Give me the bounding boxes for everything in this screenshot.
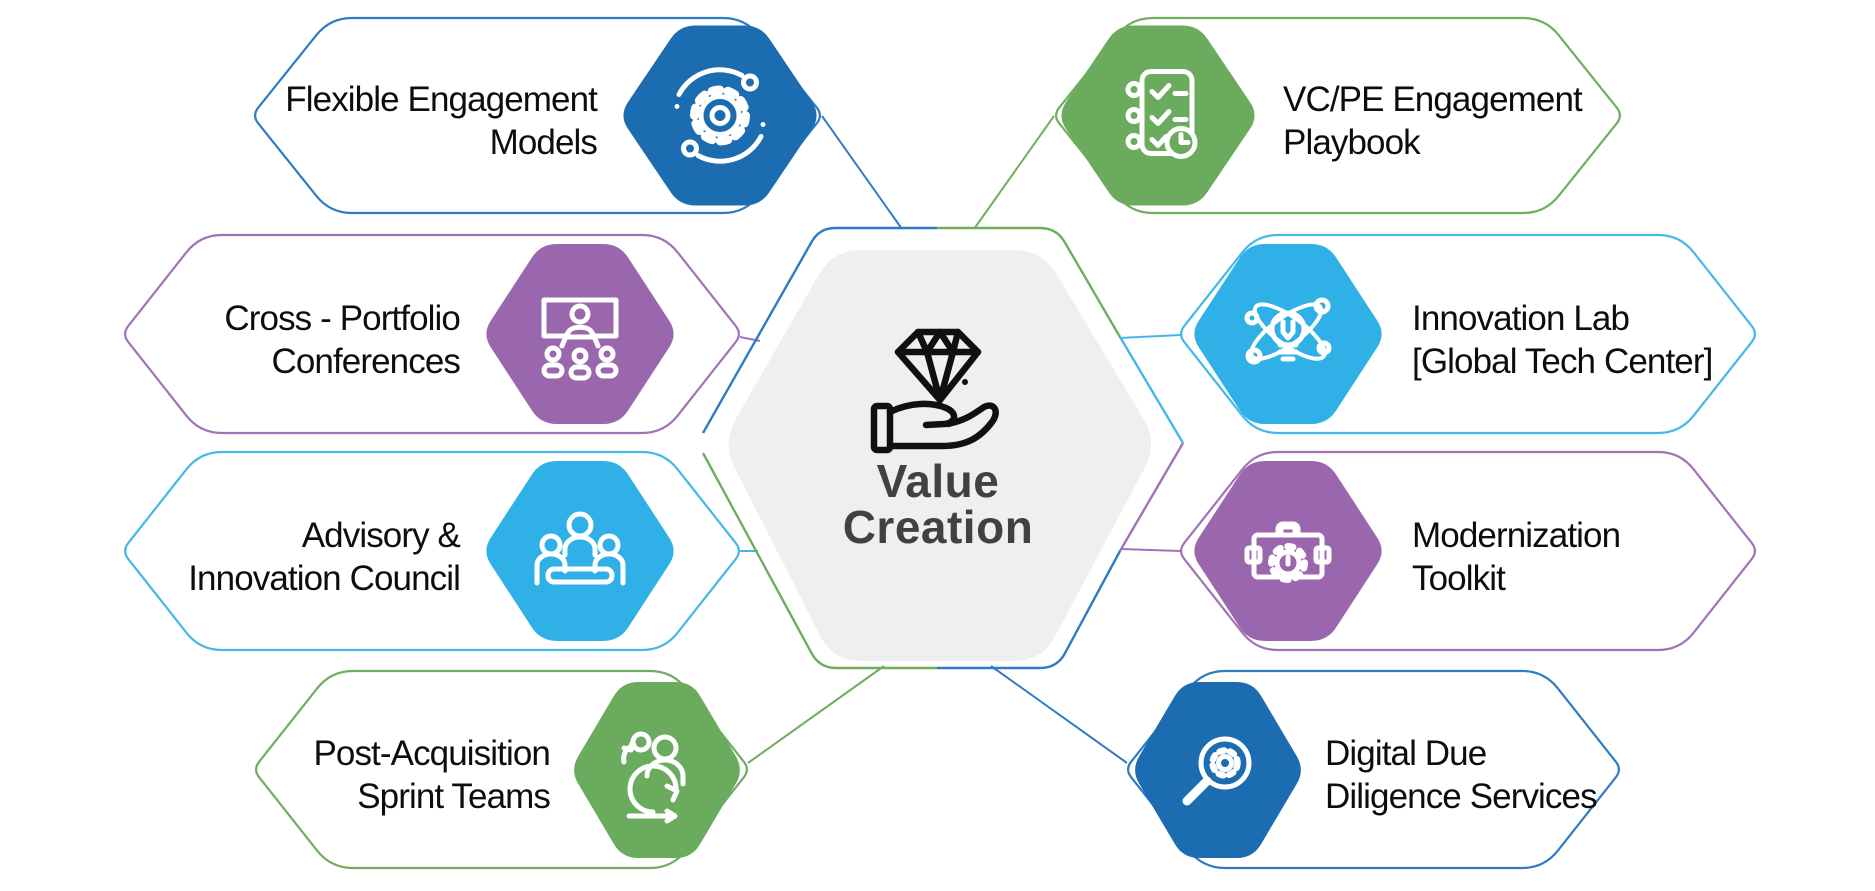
label-line1: Flexible Engagement xyxy=(285,80,598,119)
connector-modernization xyxy=(1120,548,1181,552)
center-outline-top-right xyxy=(937,226,1122,338)
center-hexagon: Value Creation xyxy=(701,226,1185,670)
toolbox-gear-icon xyxy=(1244,521,1332,583)
people-council-icon xyxy=(534,511,626,586)
pill-innovation-lab: Innovation Lab [Global Tech Center] xyxy=(1180,233,1756,435)
label-line2: Conferences xyxy=(271,342,460,381)
connector-vcpe xyxy=(973,115,1055,230)
pill-flexible-engagement-models: Flexible Engagement Models xyxy=(254,16,821,215)
label-line1: Innovation Lab xyxy=(1412,299,1629,338)
label-line2: Sprint Teams xyxy=(357,777,550,816)
icon-hexagon xyxy=(1194,244,1382,424)
label-line1: Digital Due xyxy=(1325,734,1486,773)
magnifier-gear-icon xyxy=(1182,736,1252,806)
diamond-hand-icon xyxy=(870,328,999,454)
idea-atom-icon xyxy=(1244,297,1332,365)
label-line1: VC/PE Engagement xyxy=(1283,80,1583,119)
icon-hexagon xyxy=(486,461,674,641)
icon-hexagon xyxy=(574,682,740,858)
label-line1: Advisory & xyxy=(302,516,461,555)
pill-modernization-toolkit: Modernization Toolkit xyxy=(1180,450,1756,652)
gear-orbit-icon xyxy=(674,67,766,164)
label-line2: Models xyxy=(490,123,598,162)
label-line2: Playbook xyxy=(1283,123,1421,162)
pill-post-acquisition-sprint-teams: Post-Acquisition Sprint Teams xyxy=(255,669,748,870)
center-hexagon-fill xyxy=(728,250,1152,661)
pill-digital-due-diligence: Digital Due Diligence Services xyxy=(1127,669,1620,870)
checklist-clock-icon xyxy=(1125,69,1198,159)
label-line1: Post-Acquisition xyxy=(313,734,550,773)
connector-post-acquisition xyxy=(747,665,885,764)
label-line1: Modernization xyxy=(1412,516,1620,555)
pill-vc-pe-engagement-playbook: VC/PE Engagement Playbook xyxy=(1055,16,1621,215)
pill-advisory-innovation-council: Advisory & Innovation Council xyxy=(124,450,740,652)
connector-digital-dd xyxy=(990,665,1128,764)
icon-hexagon xyxy=(623,25,817,206)
connector-flexible xyxy=(821,115,903,230)
icon-hexagon xyxy=(486,244,674,424)
label-line1: Cross - Portfolio xyxy=(224,299,460,338)
center-title-line1: Value xyxy=(877,455,1000,507)
sprint-cycle-icon xyxy=(621,731,686,824)
virtual-conference-icon xyxy=(541,297,619,381)
center-outline-bottom-right xyxy=(937,550,1122,670)
label-line2: Innovation Council xyxy=(188,559,460,598)
center-title-line2: Creation xyxy=(843,501,1034,553)
connector-innovation-lab xyxy=(1119,334,1181,339)
label-line2: Diligence Services xyxy=(1325,777,1597,816)
center-outline-right-upper xyxy=(1118,336,1185,444)
label-line2: [Global Tech Center] xyxy=(1412,342,1712,381)
connector-lines xyxy=(739,115,1181,764)
center-outline-bottom-left xyxy=(701,452,937,670)
label-line2: Toolkit xyxy=(1412,559,1506,598)
icon-hexagon xyxy=(1135,682,1301,858)
center-outline-top-left xyxy=(701,226,937,434)
pill-cross-portfolio-conferences: Cross - Portfolio Conferences xyxy=(124,233,740,435)
center-outline-right-lower xyxy=(1118,442,1185,552)
icon-hexagon xyxy=(1061,25,1255,206)
